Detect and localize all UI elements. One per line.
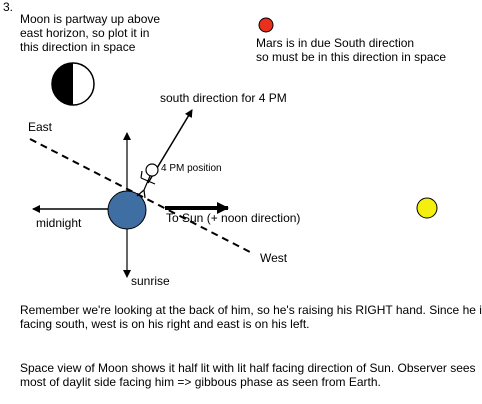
east-label: East <box>28 120 53 134</box>
midnight-label: midnight <box>36 216 82 230</box>
west-label: West <box>260 251 288 265</box>
south-4pm-label: south direction for 4 PM <box>160 91 287 105</box>
moon-note: Moon is partway up above east horizon, s… <box>20 12 161 54</box>
observer-figure <box>136 163 159 199</box>
earth <box>107 190 147 230</box>
mars-note: Mars is in due South direction so must b… <box>256 36 447 64</box>
to-sun-label: To Sun (+ noon direction) <box>166 211 301 225</box>
moon-dark-side <box>52 63 73 105</box>
position-4pm-label: 4 PM position <box>161 163 222 174</box>
explanation-paragraph-1: Remember we're looking at the back of hi… <box>20 303 482 331</box>
explanation-paragraph-2: Space view of Moon shows it half lit wit… <box>20 361 476 389</box>
problem-number: 3. <box>3 0 14 14</box>
sun <box>416 197 438 219</box>
mars <box>258 17 274 33</box>
moon <box>51 62 95 106</box>
sunrise-label: sunrise <box>131 274 170 288</box>
